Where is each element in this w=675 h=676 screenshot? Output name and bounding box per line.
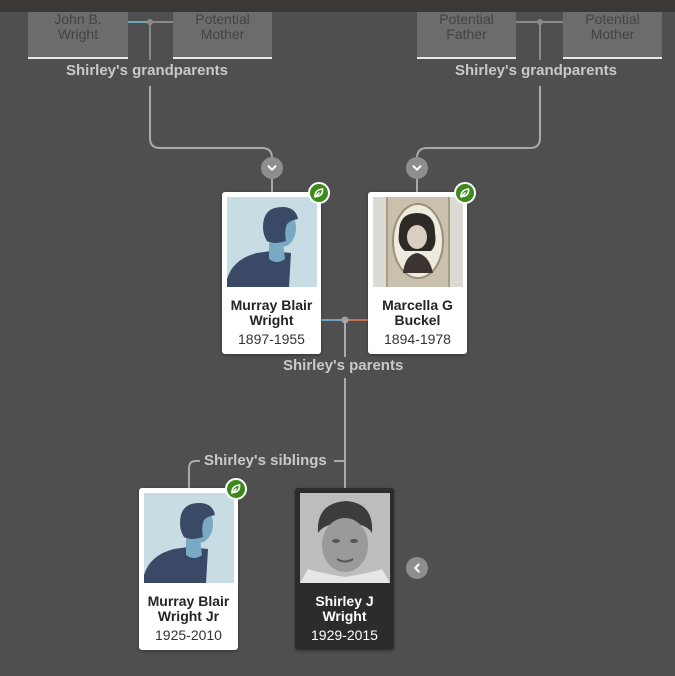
grandmother-card-left[interactable]: Potential Mother [173,12,272,59]
person-first-name: Potential [585,11,640,27]
person-last-name: Wright [57,26,99,42]
chevron-left-icon [414,563,420,573]
sibling-card[interactable]: Murray Blair Wright Jr 1925-2010 [139,488,238,650]
person-last-name: Mother [590,26,635,42]
person-name: Murray Blair Wright Jr [139,594,238,624]
silhouette-male-avatar [227,197,317,287]
life-dates: 1897-1955 [238,331,305,347]
grandmother-card-right[interactable]: Potential Mother [563,12,662,59]
parents-label: Shirley's parents [279,357,408,374]
name-line-2: Wright Jr [157,608,220,624]
chevron-down-icon [267,165,277,171]
name-line-1: Marcella G [382,297,453,313]
father-card[interactable]: Murray Blair Wright 1897-1955 [222,192,321,354]
name-line-1: Shirley J [315,593,374,609]
person-name: Murray Blair Wright [222,298,321,328]
person-last-name: Father [446,26,487,42]
leaf-icon [460,188,470,198]
focus-person-card[interactable]: Shirley J Wright 1929-2015 [295,488,394,650]
mother-portrait-photo [373,197,463,287]
leaf-icon [314,188,324,198]
name-line-1: Murray Blair [230,297,313,313]
hint-leaf-badge-father[interactable] [308,182,330,204]
person-last-name: Mother [200,26,245,42]
expand-father-ancestors-button[interactable] [261,157,283,179]
person-name: Marcella G Buckel [368,298,467,328]
grandfather-card-right[interactable]: Potential Father [417,12,516,59]
person-first-name: Potential [195,11,250,27]
name-line-2: Wright [249,312,294,328]
life-dates: 1925-2010 [155,627,222,643]
life-dates: 1894-1978 [384,331,451,347]
focus-portrait-photo [300,493,390,583]
leaf-icon [231,484,241,494]
collapse-descendants-button[interactable] [406,557,428,579]
hint-leaf-badge-mother[interactable] [454,182,476,204]
grandparents-label-left: Shirley's grandparents [62,62,232,79]
grandfather-card-left[interactable]: John B. Wright [28,12,128,59]
person-first-name: Potential [439,11,494,27]
mother-card[interactable]: Marcella G Buckel 1894-1978 [368,192,467,354]
grandparents-label-right: Shirley's grandparents [451,62,621,79]
name-line-2: Wright [322,608,367,624]
expand-mother-ancestors-button[interactable] [406,157,428,179]
person-name: Shirley J Wright [295,594,394,624]
silhouette-male-avatar [144,493,234,583]
top-bar [0,0,675,12]
name-line-1: Murray Blair [147,593,230,609]
life-dates: 1929-2015 [311,627,378,643]
person-first-name: John B. [54,11,102,27]
chevron-down-icon [412,165,422,171]
hint-leaf-badge-sibling[interactable] [225,478,247,500]
name-line-2: Buckel [394,312,441,328]
siblings-label: Shirley's siblings [200,452,331,469]
